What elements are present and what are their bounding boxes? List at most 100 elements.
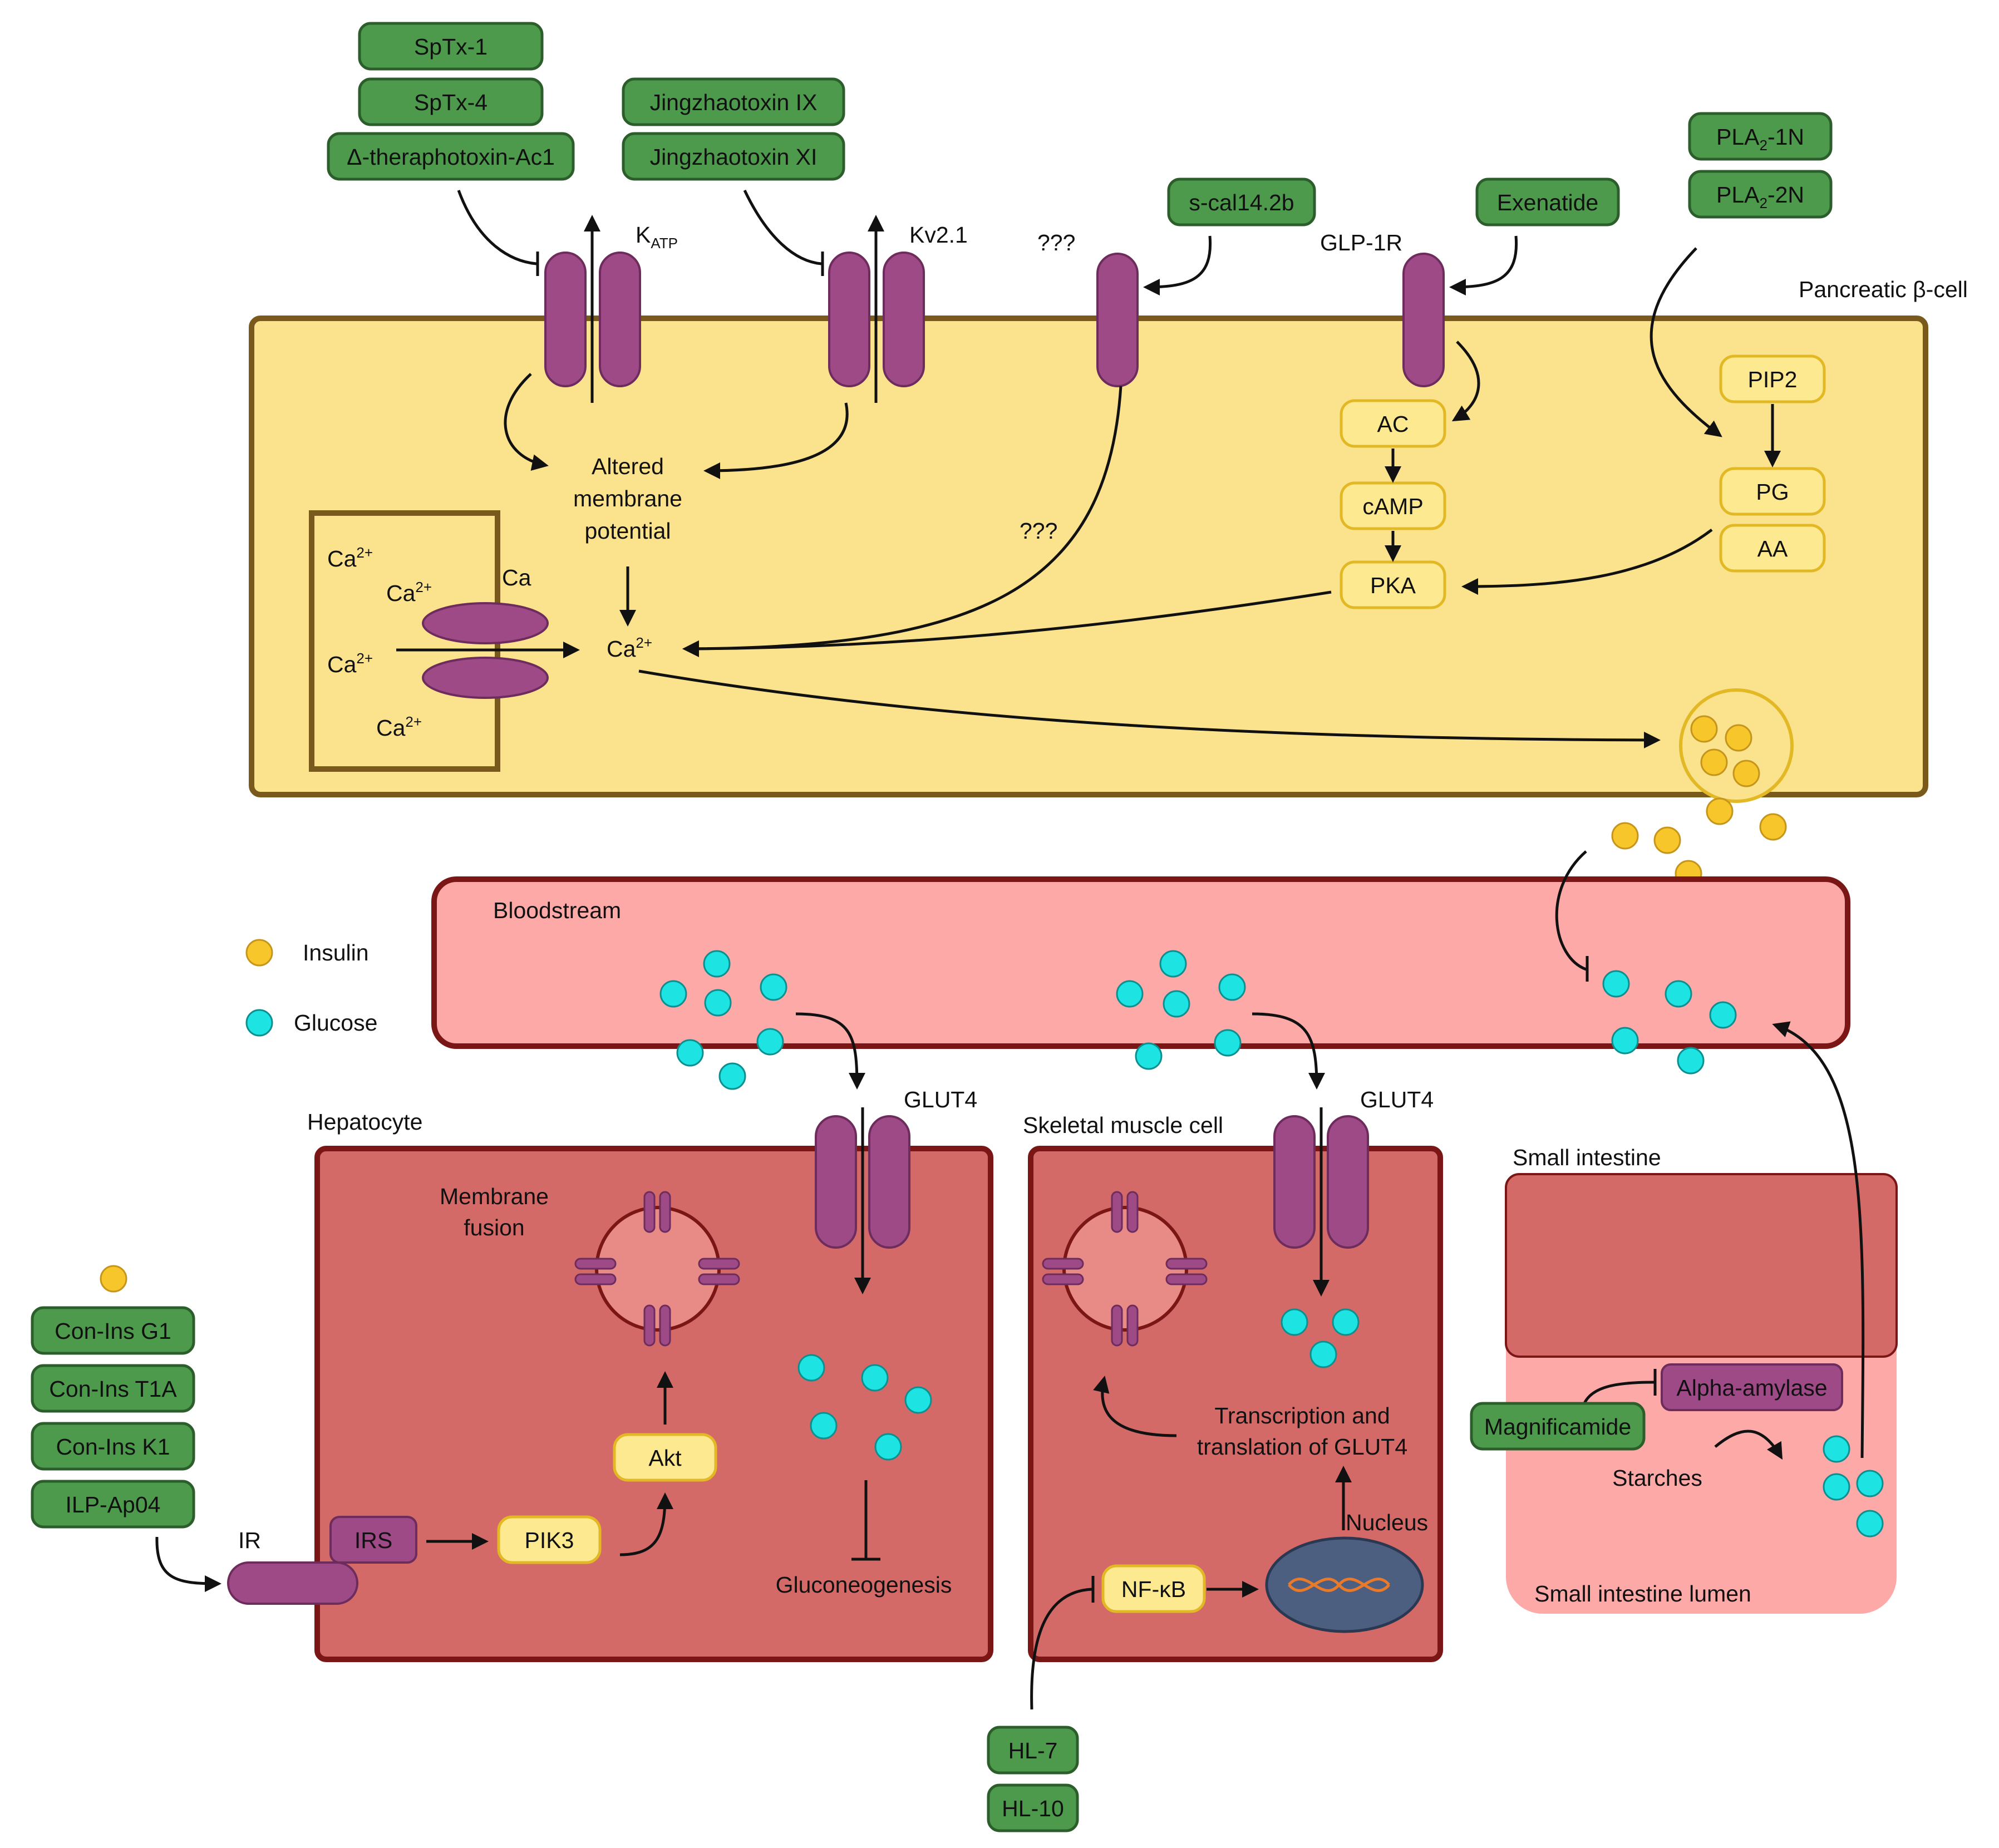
membrane-fusion-line-2: fusion <box>464 1215 524 1240</box>
toxin-box: PLA2-1N <box>1688 112 1833 161</box>
kv21-inhibition <box>743 189 822 265</box>
transcription-line-2: translation of GLUT4 <box>1197 1434 1407 1460</box>
glucose-molecule <box>1163 990 1190 1018</box>
legend-insulin-swatch <box>245 939 273 967</box>
altered-membrane-potential-line-1: Altered <box>592 454 664 479</box>
legend-insulin-label: Insulin <box>303 940 369 965</box>
legend-glucose-label: Glucose <box>294 1010 377 1036</box>
svg-text:cAMP: cAMP <box>1362 494 1423 519</box>
glucose-molecule <box>659 980 687 1008</box>
svg-text:Δ-theraphotoxin-Ac1: Δ-theraphotoxin-Ac1 <box>347 144 555 170</box>
muscle-glut4 <box>1273 1115 1369 1249</box>
svg-text:Alpha-amylase: Alpha-amylase <box>1676 1375 1827 1401</box>
insulin-in-granule <box>1725 724 1752 752</box>
glucose-molecule <box>797 1354 825 1382</box>
toxin-box: SpTx-4 <box>358 77 544 126</box>
glut4-storage-vesicle <box>574 1191 740 1347</box>
toxin-box: s-cal14.2b <box>1167 178 1316 226</box>
calcium-channel <box>422 602 549 699</box>
glucose-molecule <box>704 989 732 1017</box>
gluconeogenesis-label: Gluconeogenesis <box>776 1572 952 1598</box>
muscle-glut4-vesicle <box>1042 1191 1208 1347</box>
unknown-receptor <box>1096 253 1139 387</box>
toxin-box: SpTx-1 <box>358 22 544 71</box>
pip2-box: PIP2 <box>1719 354 1826 403</box>
svg-text:Jingzhaotoxin IX: Jingzhaotoxin IX <box>650 90 818 115</box>
toxin-box: Con-Ins T1A <box>31 1364 195 1413</box>
svg-text:PLA2-2N: PLA2-2N <box>1716 182 1804 211</box>
glucose-molecule <box>1214 1029 1242 1057</box>
svg-text:Con-Ins G1: Con-Ins G1 <box>55 1318 171 1344</box>
insulin-in-granule <box>1690 715 1718 743</box>
insulin-molecule <box>100 1265 127 1293</box>
glucose-molecule <box>810 1412 838 1440</box>
transcription-line-1: Transcription and <box>1214 1403 1390 1428</box>
insulin-molecule <box>1759 813 1787 841</box>
katp-inhibition <box>457 190 537 265</box>
glucose-molecule <box>1116 980 1144 1008</box>
svg-text:Akt: Akt <box>648 1445 682 1471</box>
irs-box: IRS <box>329 1516 417 1564</box>
pka-box: PKA <box>1340 560 1446 609</box>
svg-text:s-cal14.2b: s-cal14.2b <box>1189 190 1294 215</box>
toxin-box: PLA2-2N <box>1688 170 1833 219</box>
katp-label: KATP <box>636 222 678 252</box>
glucose-molecule <box>1159 950 1187 978</box>
glucose-molecule <box>676 1039 704 1067</box>
svg-text:Con-Ins K1: Con-Ins K1 <box>56 1434 170 1460</box>
insulin-in-granule <box>1732 760 1760 787</box>
unknown-receptor-label: ??? <box>1037 230 1075 255</box>
ca-ion-store-1: Ca2+ <box>327 544 373 571</box>
toxin-box: HL-7 <box>987 1726 1079 1775</box>
svg-text:ILP-Ap04: ILP-Ap04 <box>66 1492 161 1517</box>
svg-text:HL-7: HL-7 <box>1008 1738 1058 1763</box>
altered-membrane-potential-line-3: potential <box>584 518 671 544</box>
legend-glucose-swatch <box>245 1009 273 1037</box>
altered-membrane-potential-line-2: membrane <box>573 486 682 511</box>
glucose-molecule <box>1309 1341 1337 1368</box>
svg-text:Exenatide: Exenatide <box>1497 190 1598 215</box>
svg-text:SpTx-1: SpTx-1 <box>414 34 488 60</box>
svg-text:SpTx-4: SpTx-4 <box>414 90 488 115</box>
nucleus <box>1265 1536 1424 1633</box>
glucose-molecule <box>718 1062 746 1090</box>
svg-text:AA: AA <box>1757 536 1788 561</box>
svg-text:PLA2-1N: PLA2-1N <box>1716 124 1804 154</box>
small-intestine-title: Small intestine <box>1513 1145 1661 1170</box>
ca-channel-label: Ca <box>502 565 531 590</box>
svg-text:IRS: IRS <box>354 1527 392 1553</box>
akt-box: Akt <box>613 1433 717 1482</box>
unknown-pathway-label: ??? <box>1020 518 1057 544</box>
pik3-box: PIK3 <box>497 1515 602 1564</box>
glucose-molecule <box>1856 1470 1884 1497</box>
toxin-box: HL-10 <box>987 1783 1079 1832</box>
toxin-box: ILP-Ap04 <box>31 1480 195 1529</box>
kv21-label: Kv2.1 <box>909 222 968 248</box>
starches-label: Starches <box>1612 1465 1702 1491</box>
toxin-box: Exenatide <box>1475 178 1620 226</box>
pancreatic-beta-cell: Pancreatic β-cell Ca2+ Ca2+ Ca2+ Ca2+ Ca… <box>249 215 1968 803</box>
katp-channel <box>544 215 641 403</box>
svg-text:Jingzhaotoxin XI: Jingzhaotoxin XI <box>650 144 818 170</box>
toxin-box: Con-Ins K1 <box>31 1422 195 1471</box>
ca-ion-store-2: Ca2+ <box>386 579 432 606</box>
bloodstream-title: Bloodstream <box>493 898 621 923</box>
glucose-molecule <box>1135 1042 1163 1070</box>
nfkb-box: NF-κB <box>1101 1564 1206 1613</box>
aa-box: AA <box>1719 524 1826 573</box>
muscle-cell-title: Skeletal muscle cell <box>1023 1112 1223 1138</box>
ca-ion-store-4: Ca2+ <box>376 713 422 741</box>
toxin-box: Δ-theraphotoxin-Ac1 <box>327 132 575 181</box>
camp-box: cAMP <box>1340 481 1446 530</box>
svg-text:Con-Ins T1A: Con-Ins T1A <box>49 1376 177 1402</box>
glucose-molecule <box>1856 1510 1884 1537</box>
hepatocyte-glut4-label: GLUT4 <box>904 1087 977 1112</box>
glucose-molecule <box>1823 1473 1850 1501</box>
glucose-molecule <box>756 1028 784 1056</box>
beta-cell-title: Pancreatic β-cell <box>1799 277 1968 302</box>
insulin-in-granule <box>1700 748 1728 776</box>
svg-text:HL-10: HL-10 <box>1002 1796 1064 1821</box>
glucose-molecule <box>760 973 787 1001</box>
glucose-molecule <box>861 1364 889 1392</box>
